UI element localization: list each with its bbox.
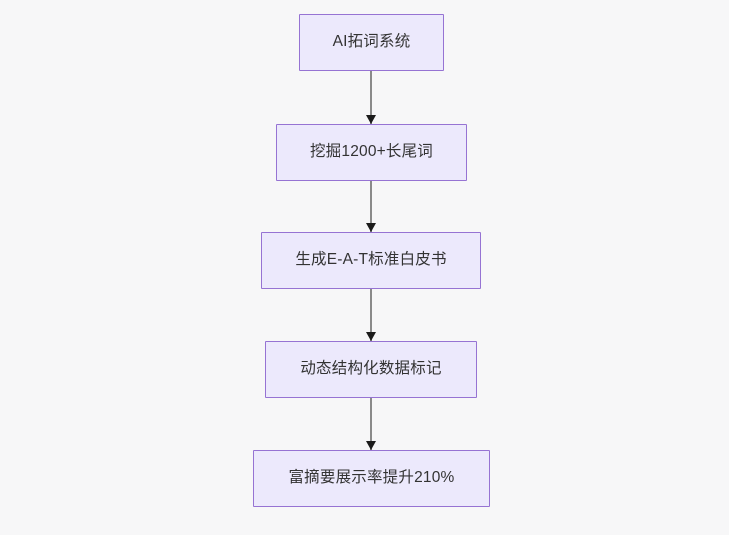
arrowhead-down-icon [365,332,376,341]
flow-node-label: 富摘要展示率提升210% [288,469,455,487]
flow-node-ai-keyword-system[interactable]: AI拓词系统 [299,14,444,71]
flow-node-generate-eat-whitepaper[interactable]: 生成E-A-T标准白皮书 [261,232,481,289]
edge-line [370,289,372,341]
flow-node-label: 挖掘1200+长尾词 [309,143,434,161]
arrowhead-down-icon [365,441,376,450]
flow-node-dynamic-structured-data[interactable]: 动态结构化数据标记 [265,341,477,398]
flow-node-label: 生成E-A-T标准白皮书 [295,251,447,269]
edge-line [370,181,372,232]
arrowhead-down-icon [365,223,376,232]
arrowhead-down-icon [365,115,376,124]
flow-node-rich-snippet-uplift[interactable]: 富摘要展示率提升210% [253,450,490,507]
flow-node-label: 动态结构化数据标记 [300,360,442,378]
edge-line [370,71,372,124]
edge-line [370,398,372,450]
flow-node-label: AI拓词系统 [332,33,411,51]
flow-node-mine-longtail-keywords[interactable]: 挖掘1200+长尾词 [276,124,467,181]
